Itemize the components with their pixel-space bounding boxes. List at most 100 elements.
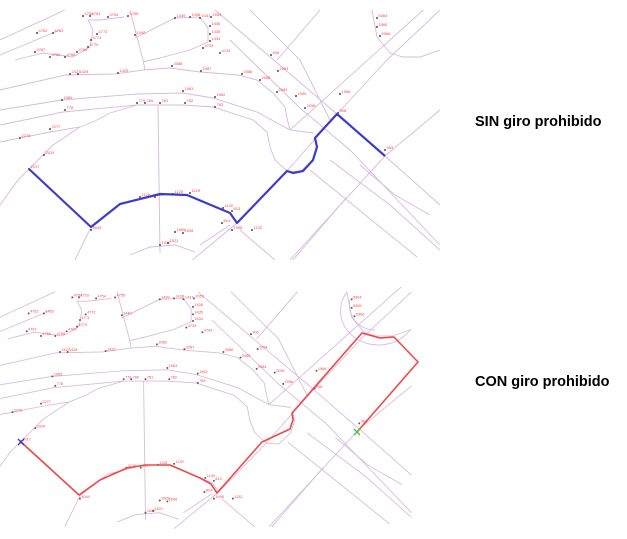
node-label: 2055 [276,369,284,373]
network-node [107,16,109,18]
network-node [159,102,161,104]
road-segment [249,10,331,121]
network-node [144,378,147,381]
node-label: 4769 [79,47,89,52]
node-label: 4754 [98,295,106,299]
node-label: 1128 [175,189,184,194]
node-label: 2277 [42,400,50,404]
network-node [173,297,175,300]
node-label: 2017 [22,438,30,442]
node-label: 4752 [74,294,82,298]
node-label: 779 [139,98,146,103]
road-segment [197,291,412,476]
network-node [376,17,378,19]
network-node [66,351,69,353]
node-label: 4754 [110,12,120,17]
network-node [192,313,194,316]
network-node [183,348,186,350]
road-segment [129,10,146,71]
road-segment [0,310,51,332]
network-node [69,73,71,75]
network-node [339,93,341,95]
node-label: 954 [387,145,394,150]
node-label: 4768 [67,52,77,57]
network-node [196,382,199,384]
road-segment [292,196,348,260]
network-node [166,367,169,369]
network-node [189,192,191,194]
network-node [42,312,45,315]
node-label: 4770 [90,42,100,47]
node-label: 954 [361,420,367,424]
road-segment [0,104,138,143]
node-label: 1127 [142,464,150,468]
node-label: 2427 [72,69,82,74]
network-node [40,335,42,337]
network-node [159,244,161,246]
node-label: 778 [57,382,63,386]
road-segment [211,319,412,513]
node-label: 1436 [212,21,222,26]
road-segment [0,369,291,408]
network-node [95,297,97,300]
network-node [76,51,78,53]
node-label: 2087 [203,66,213,71]
network-node [90,39,92,41]
node-label: 2085 [262,75,272,80]
road-segment [116,512,179,523]
node-label: 2054 [280,66,290,71]
network-node [214,106,216,108]
node-label: 8044 [93,225,103,230]
network-node [134,34,136,36]
network-node [19,137,21,139]
road-segment [20,401,70,442]
network-node [214,96,216,98]
node-label: 1437 [185,296,193,300]
node-label: 814 [206,488,212,492]
network-node [79,319,81,321]
road-segment [14,16,125,61]
network-node [202,47,204,49]
node-label: 1428 [80,69,90,74]
network-node [353,315,356,318]
node-label: 5364 [379,13,389,18]
node-label: 783 [217,102,224,107]
road-segment [329,159,440,251]
node-label: 2024 [37,424,45,428]
network-node [239,356,242,359]
node-label: 4752 [85,11,95,16]
network-node [84,313,87,316]
node-label: 1509 [177,227,187,232]
network-node [36,32,38,34]
network-node [34,51,36,53]
node-label: 781 [162,98,169,103]
node-label: 1440 [137,30,147,35]
node-label: 4772 [99,29,109,34]
road-segment [28,126,81,170]
network-node [376,26,378,28]
road-segment [0,345,270,405]
node-label: 2055 [298,91,308,96]
network-node [201,331,204,334]
node-label: 4772 [87,311,95,315]
node-label: 1130 [225,203,234,208]
node-label: 1129 [175,460,183,464]
node-label: 1508 [185,228,195,233]
restricted-route-path [20,332,419,496]
road-segment [289,10,425,131]
road-segment [256,291,298,340]
node-label: 2276 [14,408,22,412]
node-label: 1508 [169,498,177,502]
node-label: 2277 [52,124,62,129]
road-segment [221,498,256,528]
node-label: 1963 [185,86,195,91]
node-label: 1429 [120,68,130,73]
node-label: 4762 [39,28,49,33]
node-label: 906 [252,330,258,334]
node-label: 1132 [234,495,242,499]
node-label: 1965 [54,373,62,377]
node-label: 814 [224,218,231,223]
network-node [49,56,51,58]
node-label: 4755 [117,294,125,298]
